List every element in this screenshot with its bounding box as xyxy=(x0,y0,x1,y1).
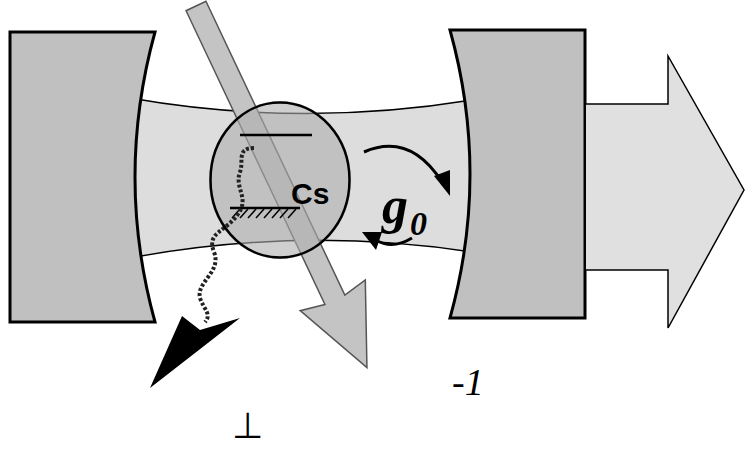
pump-beam xyxy=(163,0,399,383)
atom-outline xyxy=(209,101,351,259)
emission-wave xyxy=(200,148,254,322)
excited-level xyxy=(240,134,312,137)
coupling-symbol: g xyxy=(382,176,408,235)
atom-circle: Cs xyxy=(209,101,351,259)
exponent-label: -1 xyxy=(452,360,484,404)
coupling-head xyxy=(362,232,382,250)
right-mirror xyxy=(450,30,585,318)
coupling-subscript: 0 xyxy=(410,205,427,243)
coupling-head xyxy=(434,170,450,196)
atom-fill xyxy=(209,101,351,259)
perp-label: ⊥ xyxy=(232,405,263,446)
cavity-mode xyxy=(130,98,472,258)
left-mirror xyxy=(10,32,155,322)
emission-arrowhead xyxy=(150,316,240,388)
coupling-arrow xyxy=(364,146,442,182)
coupling-arrow xyxy=(376,238,412,245)
atom-label: Cs xyxy=(291,177,329,211)
output-arrow xyxy=(586,56,744,328)
